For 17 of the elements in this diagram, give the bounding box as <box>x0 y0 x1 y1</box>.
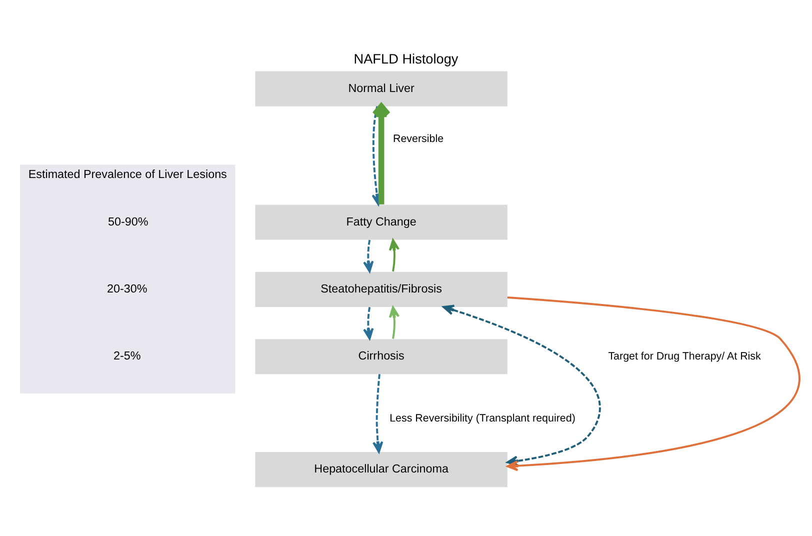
arrow <box>388 306 400 339</box>
label: 20-30% <box>107 282 148 296</box>
arrow <box>388 239 400 272</box>
edge-label: Reversible <box>393 133 444 146</box>
arrow <box>363 240 374 272</box>
label: 50-90% <box>108 215 148 228</box>
node-box: Cirrhosis <box>255 339 508 374</box>
label: 2-5% <box>114 350 141 363</box>
node-box: Fatty Change <box>255 204 508 240</box>
edge-label: Target for Drug Therapy/ At Risk <box>608 350 761 362</box>
node-box: Hepatocellular Carcinoma <box>255 452 508 488</box>
arrow <box>372 374 384 453</box>
arrow <box>363 307 374 340</box>
edge-label: Less Reversibility (Transplant required) <box>390 412 576 425</box>
diagram-title: NAFLD Histology <box>354 52 458 67</box>
node-box: Normal Liver <box>255 71 508 106</box>
node-box: Steatohepatitis/Fibrosis <box>255 272 508 307</box>
